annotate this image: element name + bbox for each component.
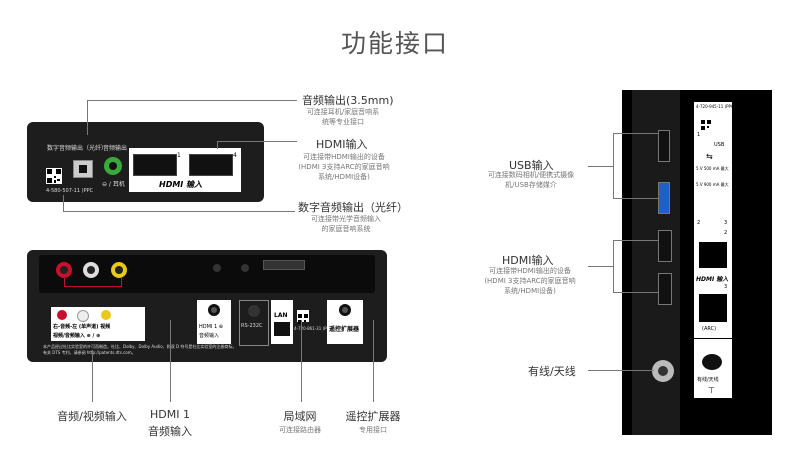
hdmi-port-1 [133,154,177,176]
lan-callout-title: 局域网 [283,410,317,423]
hdmi-number-1: 1 [177,152,181,159]
av-label-2: 视频/音频输入 ⊕ / ⊕ [53,333,101,339]
lan-callout-desc: 可连接路由器 [279,426,321,434]
side-connector-panel: 4-720-945-11 )PPC 1 USB ⇆ 5 V 500 mA 最大 … [622,90,772,435]
license-text-1: 本产品经过杜比实验室的许可而制造。杜比、Dolby、Dolby Audio、和双… [43,344,237,349]
usb-icon: ⇆ [706,152,713,161]
hdmi-top-callout-desc-2: (HDMI 3支持ARC的家庭音响 [298,163,390,171]
rs232c-label: RS-232C [241,323,263,329]
hdmi-side-callout-desc-1: 可连接带HDMI输出的设备 [489,267,571,275]
optical-port [73,160,93,178]
usb-callout-desc-1: 可连接数码相机/便携式摄像 [487,171,575,179]
hdmi-port-4 [189,154,233,176]
headphone-label: ⊖ / 耳机 [102,181,125,188]
rca-jack-yellow [111,262,127,278]
usb-num-1: 1 [697,132,701,138]
hdmi-input-logo: HDMI 输入 [159,180,203,189]
antenna-port [652,360,674,382]
usb-port-2 [658,182,670,214]
av-in-callout-title: 音频/视频输入 [57,410,127,423]
usb-spec-1: 5 V 500 mA 最大 [696,166,729,171]
headphone-jack [104,157,122,175]
lan-port-block: LAN [271,300,293,344]
top-serial-number: 4-580-507-11 )PPC [46,188,94,194]
rca-jack-red [56,262,72,278]
internal-connector [263,260,305,270]
audio-out-callout-desc-1: 可连接耳机/家庭音响系 [306,108,380,116]
side-serial-number: 4-720-945-11 )PPC [696,104,734,109]
ir-ext-callout-title: 遥控扩展器 [345,410,401,423]
av-input-block: 右-音频-左 (单声道) 视频 视频/音频输入 ⊕ / ⊕ [51,307,145,341]
rs232c-port: RS-232C [239,300,269,346]
optical-callout-desc-1: 可连接带光学音频输入 [311,215,381,223]
page-title: 功能接口 [340,29,449,58]
usb-port-1 [658,130,670,162]
optical-port-label: 数字音频输出（光纤） [47,145,108,152]
usb-callout-desc-2: 机/USB存储媒介 [505,181,557,189]
ir-extender-block: 遥控扩展器 [327,300,363,344]
optical-callout-title: 数字音频输出（光纤） [298,201,408,214]
usb-num-2: 2 [697,220,701,226]
usb-callout-title: USB输入 [509,159,554,172]
hdmi1-box-label-2: 音频输入 [199,333,220,339]
hdmi-top-callout-desc-1: 可连接带HDMI输出的设备 [303,153,385,161]
hdmi-port-2 [658,230,672,262]
usb-num-3: 3 [724,220,728,226]
audio-out-port-label: 音频输出 [103,145,128,152]
side-hdmi-logo: HDMI 输入 [696,276,729,283]
hdmi1-box-label-1: HDMI 1 ⊕ [199,324,223,330]
side-label-strip: 4-720-945-11 )PPC 1 USB ⇆ 5 V 500 mA 最大 … [694,102,734,398]
hdmi-num-2: 2 [724,230,728,236]
qr-code-icon [700,116,712,130]
license-text-2: 有关 DTS 专利，请参阅 http://patents.dts.com。 [43,350,136,355]
hdmi-top-callout-title: HDMI输入 [316,138,368,151]
hdmi-side-callout-desc-2: (HDMI 3支持ARC的家庭音响 [484,277,576,285]
hdmi-top-callout-desc-3: 系统/HDMI设备) [318,173,370,181]
hdmi1-audio-in-block: HDMI 1 ⊕ 音频输入 [197,300,231,344]
antenna-callout-title: 有线/天线 [528,365,576,378]
av-label-1: 右-音频-左 (单声道) 视频 [53,324,111,330]
rca-jack-white [83,262,99,278]
usb-spec-2: 5 V 900 mA 最大 [696,182,729,187]
arc-label: (ARC) [702,326,717,332]
hdmi-side-callout-desc-3: 系统/HDMI设备) [504,287,556,295]
hdmi-input-block: 1 4 HDMI 输入 [129,148,241,192]
hdmi-number-4: 4 [233,152,237,159]
ir-ext-callout-desc: 专用接口 [359,426,387,434]
hdmi-port-3 [658,273,672,305]
qr-code-icon [297,310,309,324]
antenna-t-icon: ⊤ [708,386,715,395]
ir-extender-box-label: 遥控扩展器 [329,326,360,333]
hdmi-num-3: 3 [724,284,728,290]
usb-label: USB [714,142,725,148]
hdmi-side-callout-title: HDMI输入 [502,254,554,267]
audio-out-callout-title: 音频输出(3.5mm) [302,94,394,107]
hdmi1-audio-callout-title-1: HDMI 1 [150,408,190,421]
bottom-serial-number: 4-720-861-31 )PPC [294,326,332,331]
qr-code-icon [46,168,62,184]
bottom-connector-panel: 右-音频-左 (单声道) 视频 视频/音频输入 ⊕ / ⊕ 本产品经过杜比实验室… [27,250,387,362]
audio-out-callout-desc-2: 统等专业接口 [322,118,364,126]
optical-callout-desc-2: 的家庭音响系统 [321,225,371,233]
hdmi1-audio-callout-title-2: 音频输入 [148,425,192,438]
side-antenna-label: 有线/天线 [697,377,719,383]
lan-label: LAN [274,312,288,319]
top-connector-panel: 数字音频输出（光纤） 音频输出 4-580-507-11 )PPC ⊖ / 耳机… [27,122,264,202]
